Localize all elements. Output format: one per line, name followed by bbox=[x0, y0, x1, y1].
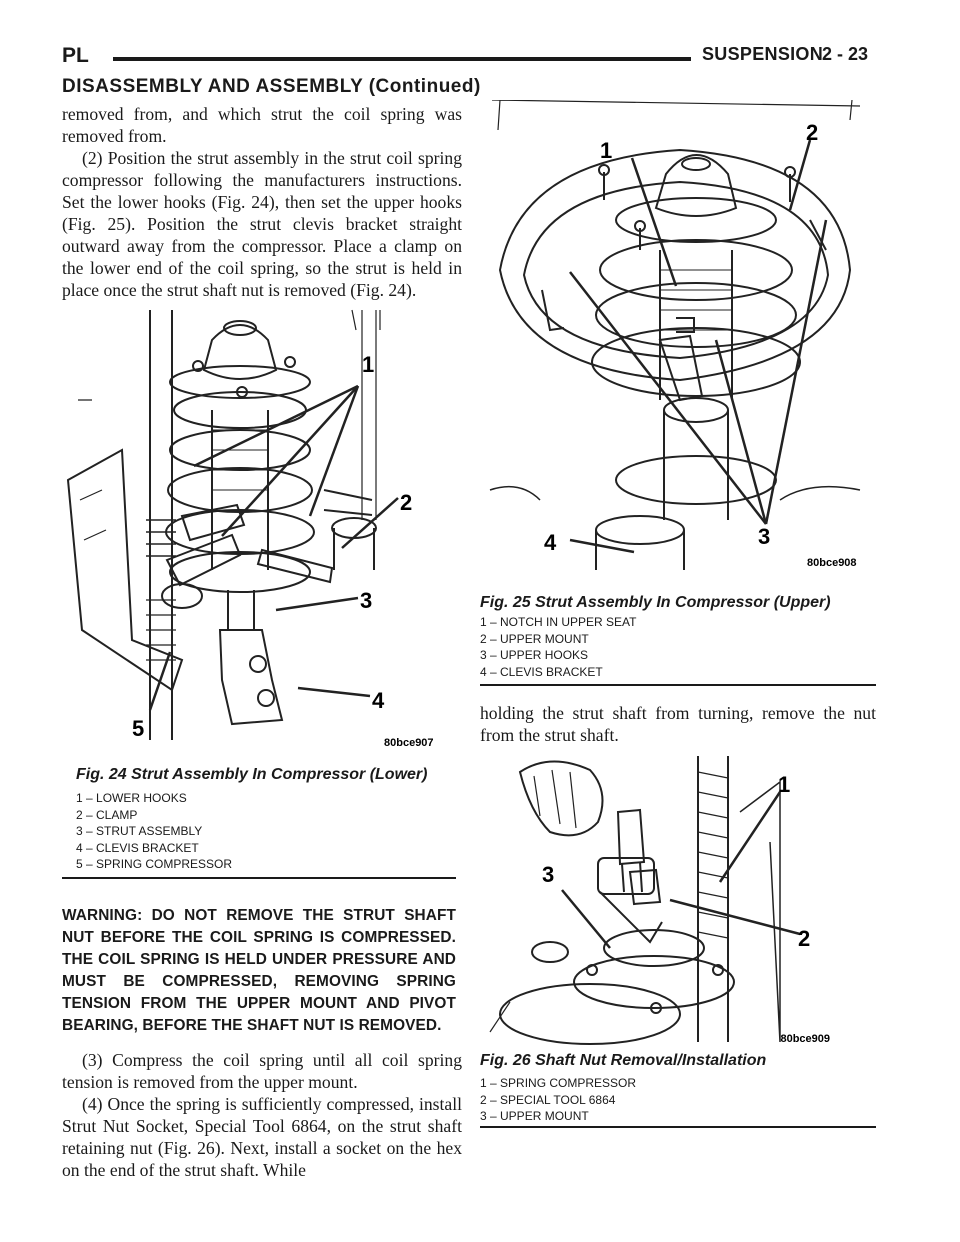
step-4-paragraph: (4) Once the spring is sufficiently comp… bbox=[62, 1094, 462, 1180]
figure-24-callout-2: 2 bbox=[400, 490, 412, 515]
figure-25-bottom-rule bbox=[480, 684, 876, 686]
figure-24: 1 2 3 4 5 80bce907 Fig. 24 Strut Assembl… bbox=[62, 300, 456, 880]
header-rule bbox=[113, 57, 691, 61]
figure-25-callout-1: 1 bbox=[600, 138, 612, 163]
figure-24-callout-3: 3 bbox=[360, 588, 372, 613]
figure-24-illustration: 1 2 3 4 5 80bce907 bbox=[66, 309, 434, 749]
warning-text: WARNING: DO NOT REMOVE THE STRUT SHAFT N… bbox=[62, 907, 456, 1034]
figure-24-legend: 1 – LOWER HOOKS 2 – CLAMP 3 – STRUT ASSE… bbox=[76, 790, 232, 873]
figure-25-image-code: 80bce908 bbox=[807, 557, 857, 569]
figure-26-callout-3: 3 bbox=[542, 862, 554, 887]
figure-26-caption: Fig. 26 Shaft Nut Removal/Installation bbox=[480, 1052, 767, 1069]
figure-26-bottom-rule bbox=[480, 1126, 876, 1128]
legend-item: 1 – LOWER HOOKS bbox=[76, 791, 187, 805]
intro-paragraph-1: removed from, and which strut the coil s… bbox=[62, 104, 462, 146]
intro-text: removed from, and which strut the coil s… bbox=[62, 103, 462, 301]
legend-item: 5 – SPRING COMPRESSOR bbox=[76, 857, 233, 871]
shaft-nut-paragraph: holding the strut shaft from turning, re… bbox=[480, 703, 876, 745]
figure-25-callout-4: 4 bbox=[544, 530, 557, 555]
figure-24-callout-4: 4 bbox=[372, 688, 385, 713]
legend-item: 3 – UPPER MOUNT bbox=[480, 1109, 589, 1123]
header-section-name: SUSPENSION bbox=[702, 44, 824, 64]
figure-25: 1 2 3 4 80bce908 Fig. 25 Strut Assembly … bbox=[480, 100, 876, 690]
figure-24-callout-1: 1 bbox=[362, 352, 374, 377]
figure-26-legend: 1 – SPRING COMPRESSOR 2 – SPECIAL TOOL 6… bbox=[480, 1075, 636, 1125]
figure-24-image-code: 80bce907 bbox=[384, 737, 434, 749]
figure-24-bottom-rule bbox=[62, 877, 456, 879]
figure-24-callout-5: 5 bbox=[132, 716, 144, 741]
figure-26: 1 2 3 80bce909 Fig. 26 Shaft Nut Removal… bbox=[480, 752, 876, 1132]
legend-item: 2 – SPECIAL TOOL 6864 bbox=[480, 1092, 616, 1107]
legend-item: 4 – CLEVIS BRACKET bbox=[480, 664, 603, 679]
legend-item: 2 – UPPER MOUNT bbox=[480, 631, 589, 646]
legend-item: 3 – STRUT ASSEMBLY bbox=[76, 824, 203, 838]
figure-25-caption: Fig. 25 Strut Assembly In Compressor (Up… bbox=[480, 594, 831, 611]
figure-25-callout-3: 3 bbox=[758, 524, 770, 549]
legend-item: 1 – SPRING COMPRESSOR bbox=[480, 1076, 637, 1090]
figure-25-legend: 1 – NOTCH IN UPPER SEAT 2 – UPPER MOUNT … bbox=[480, 614, 636, 680]
section-title: DISASSEMBLY AND ASSEMBLY (Continued) bbox=[62, 76, 481, 97]
figure-25-illustration: 1 2 3 4 80bce908 bbox=[489, 100, 861, 570]
figure-25-callout-2: 2 bbox=[806, 120, 818, 145]
legend-item: 1 – NOTCH IN UPPER SEAT bbox=[480, 615, 637, 629]
figure-26-image-code: 80bce909 bbox=[780, 1033, 830, 1045]
figure-26-callout-1: 1 bbox=[778, 772, 790, 797]
intro-paragraph-2: (2) Position the strut assembly in the s… bbox=[62, 148, 462, 300]
legend-item: 3 – UPPER HOOKS bbox=[480, 648, 589, 662]
header-page-number: 2 - 23 bbox=[822, 44, 869, 64]
header-manual-code: PL bbox=[62, 44, 89, 67]
figure-26-callout-2: 2 bbox=[798, 926, 810, 951]
step-3-paragraph: (3) Compress the coil spring until all c… bbox=[62, 1050, 462, 1092]
legend-item: 4 – CLEVIS BRACKET bbox=[76, 840, 199, 855]
steps-text: (3) Compress the coil spring until all c… bbox=[62, 1049, 462, 1181]
figure-26-illustration: 1 2 3 80bce909 bbox=[489, 756, 830, 1045]
figure-24-caption: Fig. 24 Strut Assembly In Compressor (Lo… bbox=[76, 766, 428, 783]
legend-item: 2 – CLAMP bbox=[76, 807, 138, 822]
